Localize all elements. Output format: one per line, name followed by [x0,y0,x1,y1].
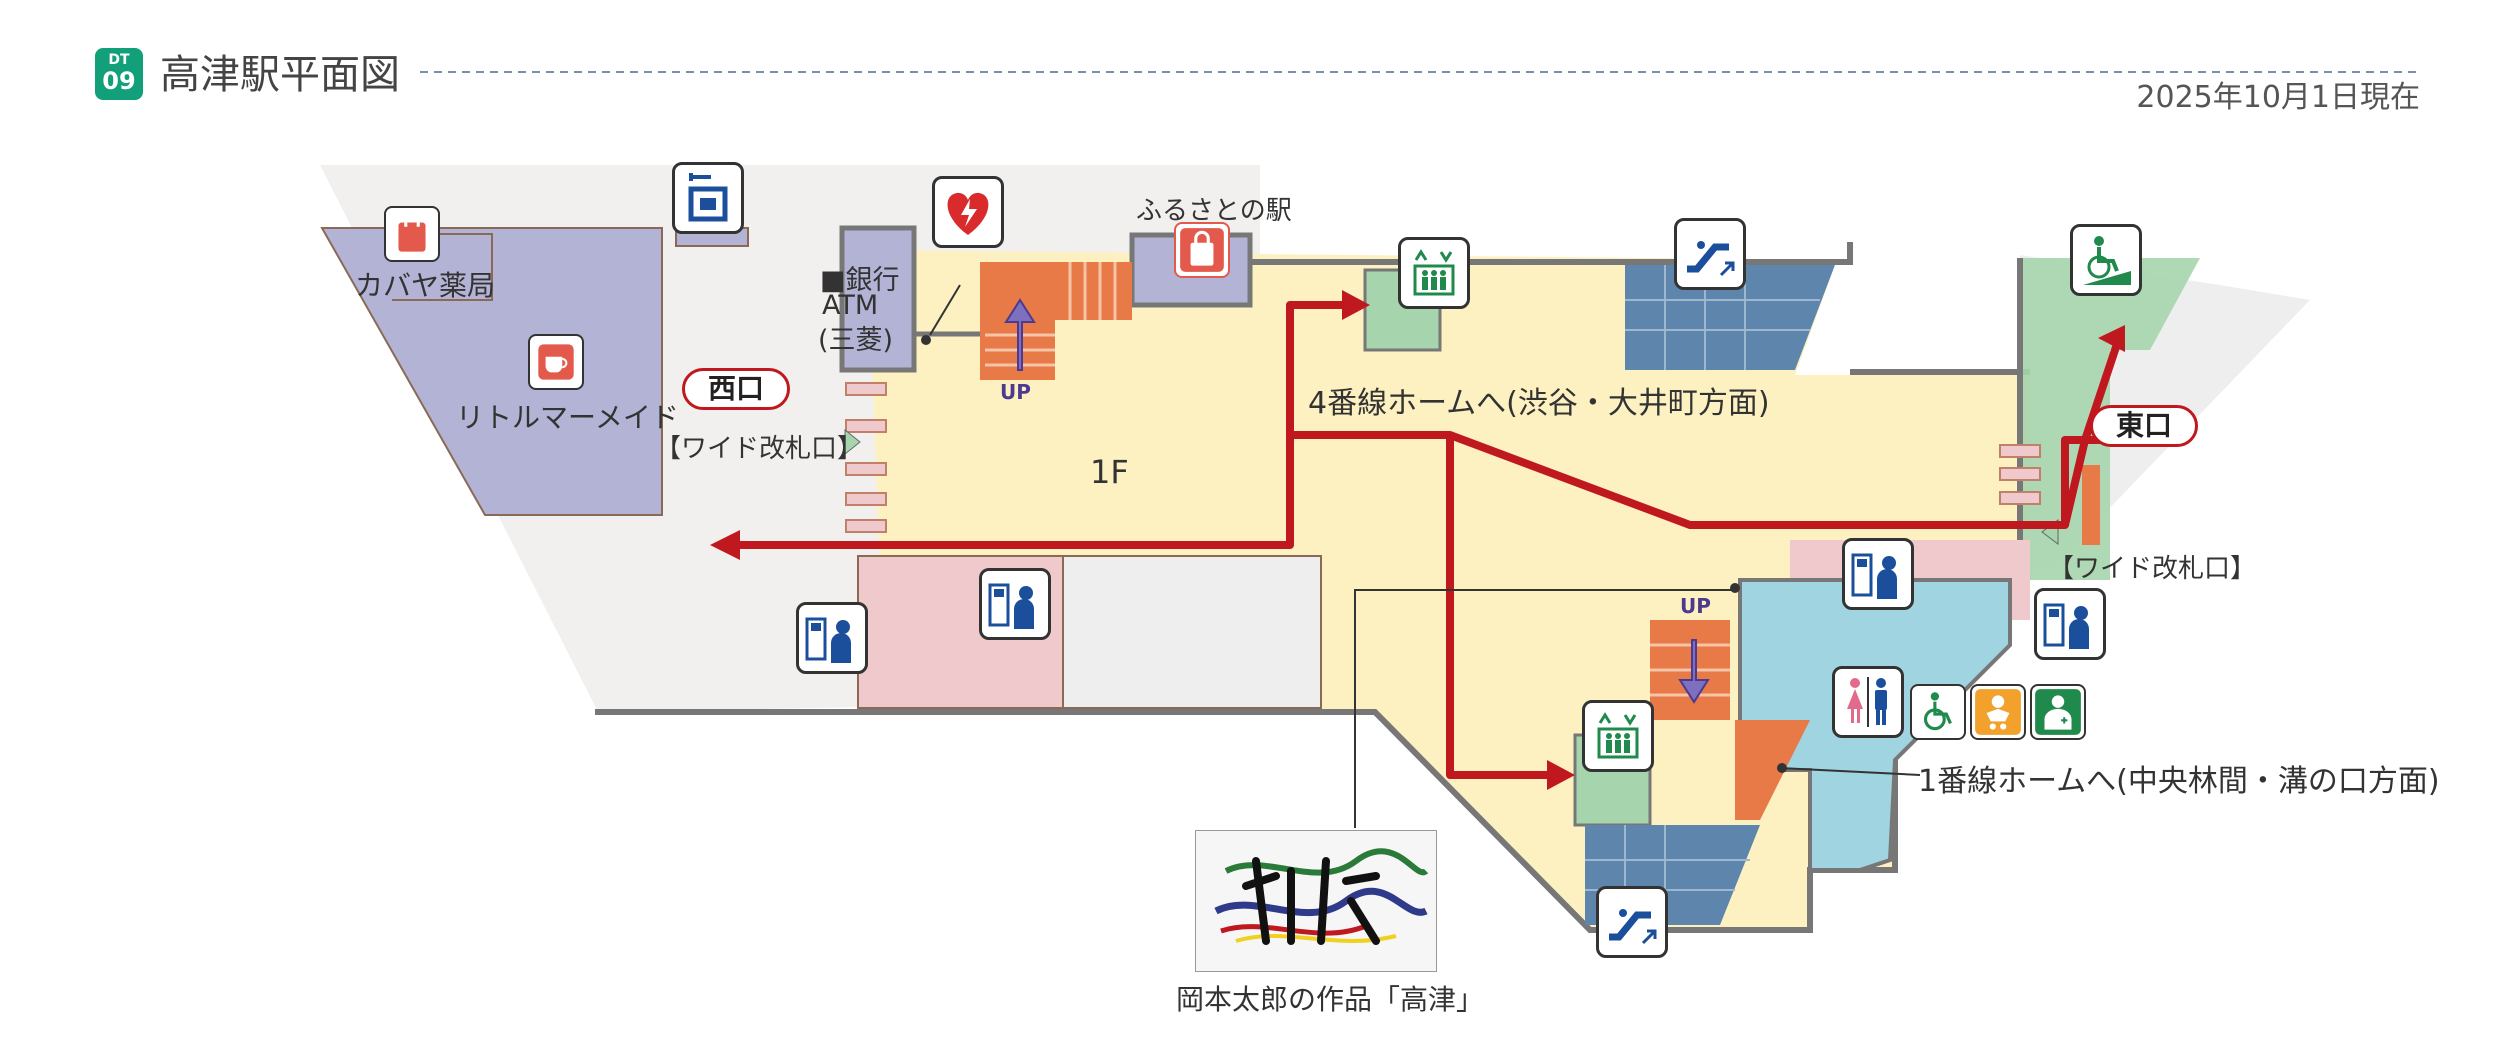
bank-label-line3: (三菱) [818,325,894,356]
west-ticket-gates [845,382,887,533]
station-number: 09 [102,67,136,95]
ticket-machine-icon-east-b [2034,588,2106,660]
kabaya-pharmacy-label: カバヤ薬局 [355,269,496,302]
up-label-north: UP [1000,380,1031,404]
little-mermaid-label: リトルマーメイド [456,401,679,434]
accessible-toilet-icon [1910,684,1966,740]
line-code: DT [108,52,130,68]
bank-label-line2: ATM [822,290,879,321]
north-escalator-landing [1795,265,1850,375]
first-aid-room-icon [2030,684,2086,740]
north-escalator [1625,265,1835,370]
elevator-icon-south [1582,700,1654,772]
up-arrow-south [1678,639,1710,704]
leader-dot-stairs [1777,763,1787,773]
bank-label-line1: ■銀行 [820,265,900,296]
page-title: 高津駅平面図 [160,52,400,98]
ticket-machine-icon-west-a [796,602,868,674]
aed-heart-icon [932,176,1004,248]
okamoto-taro-artwork-photo [1195,830,1437,972]
baby-care-icon [1970,684,2026,740]
furusato-station-label: ふるさとの駅 [1136,196,1292,226]
restroom-icon [1832,666,1904,738]
bank-atm-block [839,225,917,373]
ticket-machine-icon-west-b [979,568,1051,640]
east-ticket-gates [1999,444,2041,505]
east-exit-label: 東口 [2090,405,2198,447]
east-gate-stairs [2082,465,2100,545]
shopping-bag-icon [384,206,440,262]
leader-dot-bank [921,335,931,345]
west-gate-pointer [844,428,861,456]
elevator-icon-north [1398,237,1470,309]
floor-label: 1F [1090,453,1129,491]
concourse-north-wall [1135,242,1853,265]
east-wide-gate-label: 【ワイド改札口】 [2048,554,2257,584]
leader-dot-art [1730,583,1740,593]
route-arrowheads [710,290,2125,790]
west-wide-gate-label: 【ワイド改札口】 [655,434,864,464]
west-exit-label: 西口 [682,368,790,410]
shop-divider [392,233,493,301]
up-label-south: UP [1680,594,1711,618]
coffee-cup-icon [528,334,584,390]
leader-lines [929,284,1921,828]
escalator-icon-south [1596,886,1668,958]
concourse-south-wall [595,620,1898,933]
south-stairs-lower [1735,720,1810,820]
furusato-shop-bag-icon [1174,222,1230,278]
west-office-area [1062,555,1322,709]
route-lines [730,301,2124,779]
coin-locker-icon [672,162,744,234]
station-number-badge: DT 09 [95,48,143,100]
platform1-direction-label: 1番線ホームへ(中央林間・溝の口方面) [1918,764,2440,799]
up-arrow-north [1004,298,1036,371]
as-of-date: 2025年10月1日現在 [2136,80,2420,115]
escalator-icon-north [1674,218,1746,290]
wheelchair-slope-icon [2070,224,2142,296]
platform4-direction-label: 4番線ホームへ(渋谷・大井町方面) [1308,386,1770,421]
artwork-caption: 岡本太郎の作品「高津」 [1176,983,1485,1016]
ticket-machine-icon-east-a [1842,538,1914,610]
